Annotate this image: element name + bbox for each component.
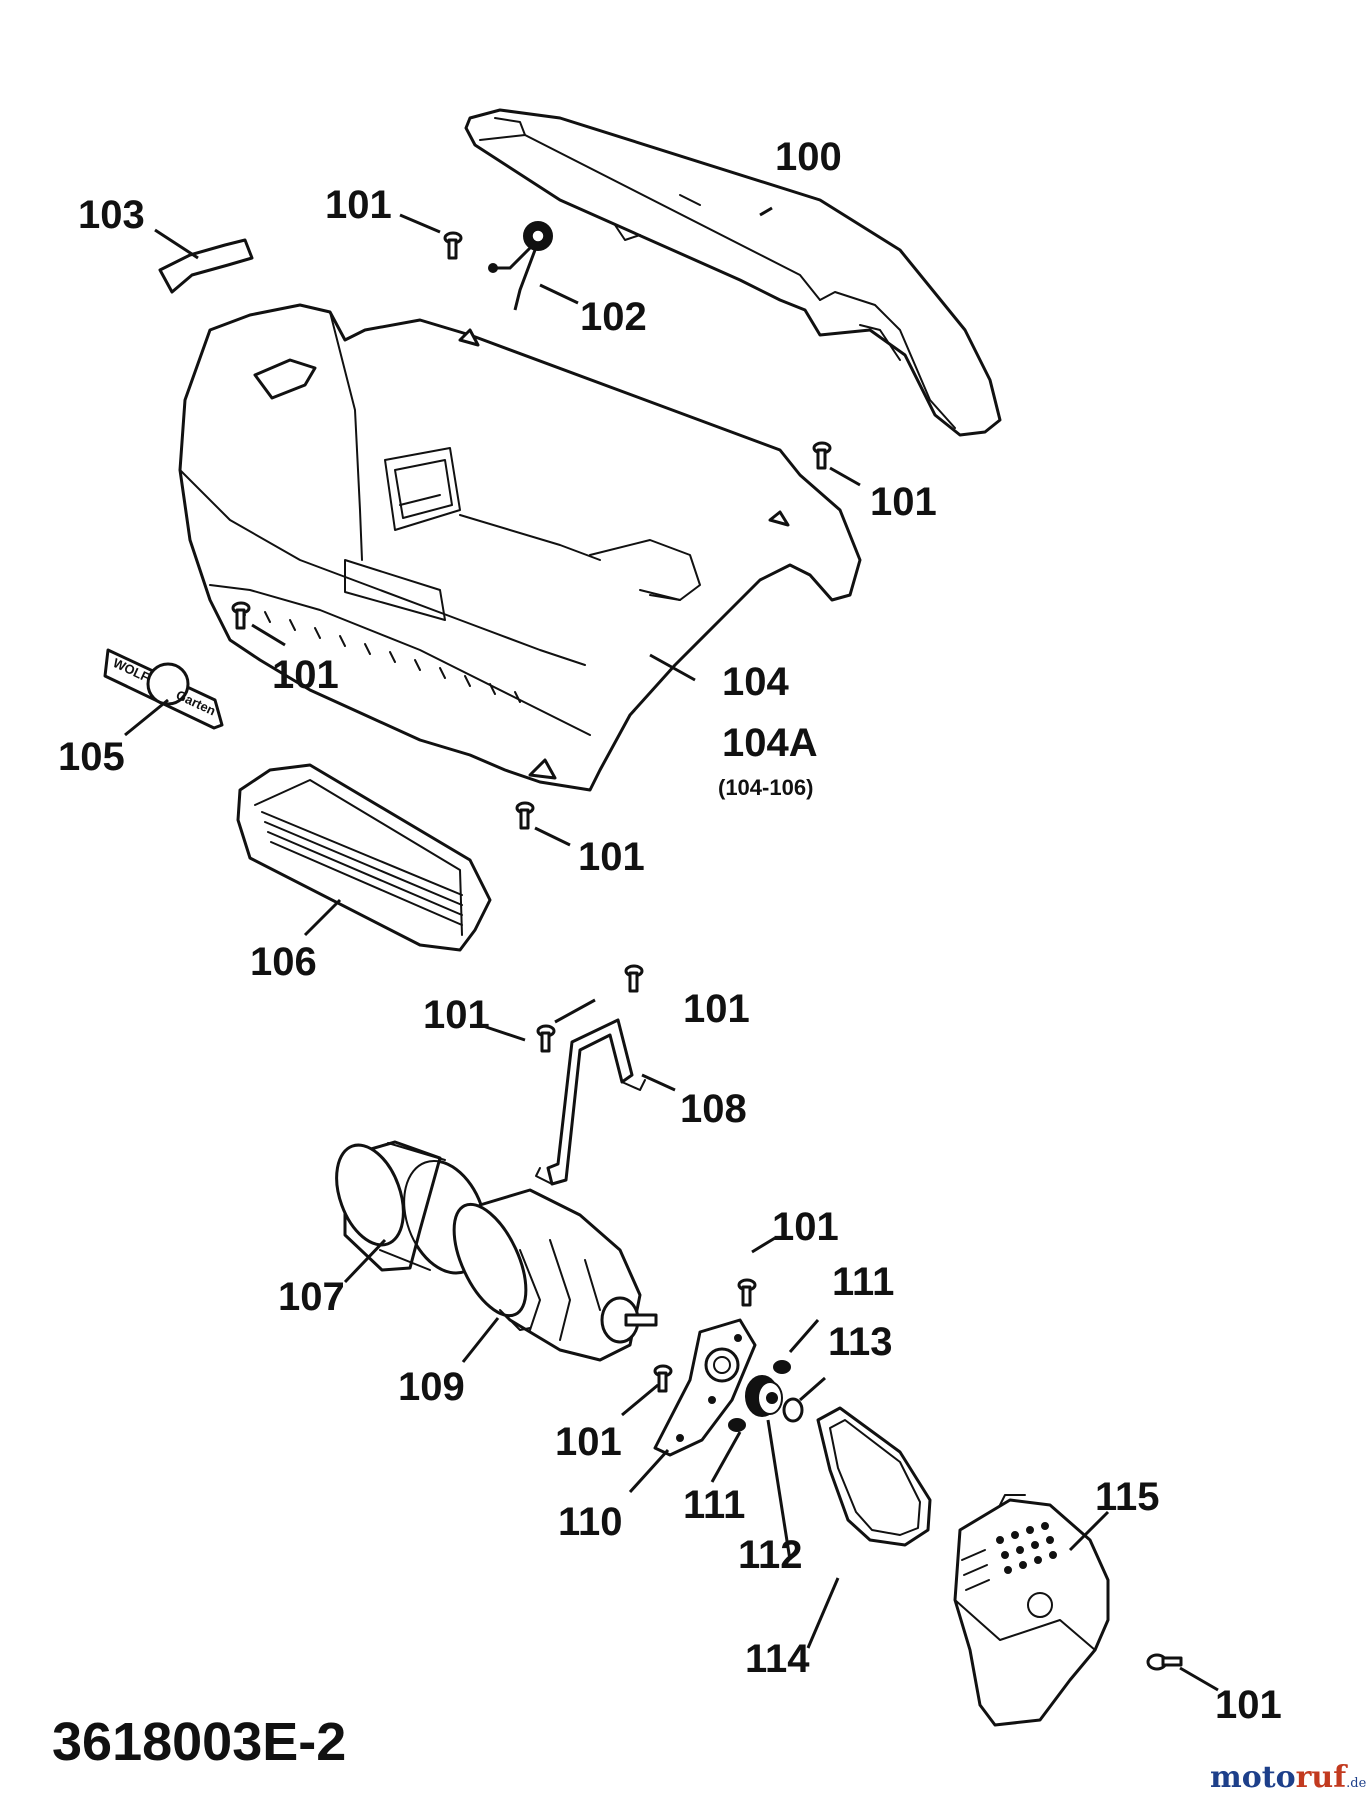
screw-101-c[interactable]	[231, 601, 251, 630]
label-104: 104	[722, 660, 789, 704]
part-106-grille[interactable]	[236, 763, 492, 952]
part-labels: 100 101 102 103 101 101 104 104A (104-10…	[58, 135, 1282, 1727]
label-101-cover: 101	[1215, 1683, 1282, 1727]
screw-101-h[interactable]	[653, 1364, 673, 1393]
label-105: 105	[58, 735, 125, 779]
label-101-mid: 101	[578, 835, 645, 879]
part-102-spring-clip[interactable]	[488, 221, 553, 311]
svg-text:motoruf.de: motoruf.de	[1210, 1760, 1367, 1795]
leader-lines	[124, 206, 1219, 1692]
screw-101-b[interactable]	[812, 441, 832, 470]
screw-101-f[interactable]	[536, 1024, 556, 1053]
label-101-bracket-left: 101	[423, 993, 490, 1037]
watermark-part-b: ruf	[1296, 1760, 1349, 1795]
watermark-part-a: moto	[1210, 1760, 1296, 1795]
part-107-ring[interactable]	[324, 1136, 501, 1285]
part-113-washer[interactable]	[782, 1397, 804, 1423]
part-108-bracket[interactable]	[535, 1018, 646, 1186]
label-101-left: 101	[272, 653, 339, 697]
label-102: 102	[580, 295, 647, 339]
label-114: 114	[745, 1637, 810, 1681]
label-103: 103	[78, 193, 145, 237]
label-101-right: 101	[870, 480, 937, 524]
part-115-belt-cover[interactable]	[953, 1494, 1110, 1727]
part-111-upper[interactable]	[773, 1360, 791, 1374]
part-111-lower[interactable]	[728, 1418, 746, 1432]
watermark-logo: motoruf.de	[1210, 1760, 1367, 1795]
label-109: 109	[398, 1365, 465, 1409]
screw-101-e[interactable]	[624, 964, 644, 993]
label-104a: 104A	[722, 721, 818, 765]
label-101-bracket-right: 101	[683, 987, 750, 1031]
screw-101-i[interactable]	[1146, 1653, 1183, 1671]
label-101-lower: 101	[555, 1420, 622, 1464]
watermark-part-c: .de	[1346, 1776, 1366, 1791]
label-113: 113	[828, 1320, 893, 1364]
label-107: 107	[278, 1275, 345, 1319]
screw-101-g[interactable]	[737, 1278, 757, 1307]
drawing-number: 3618003E-2	[52, 1712, 346, 1772]
part-104-main-housing[interactable]	[178, 303, 862, 792]
label-110: 110	[558, 1500, 623, 1544]
part-110-mount-plate[interactable]	[653, 1318, 757, 1457]
part-114-belt[interactable]	[816, 1406, 932, 1547]
screw-101-d[interactable]	[515, 801, 535, 830]
label-101-top: 101	[325, 183, 392, 227]
label-101-plate: 101	[772, 1205, 839, 1249]
label-100: 100	[775, 135, 842, 179]
label-111-bottom: 111	[683, 1483, 745, 1527]
label-115: 115	[1095, 1475, 1160, 1519]
label-112: 112	[738, 1533, 803, 1577]
label-108: 108	[680, 1087, 747, 1131]
label-106: 106	[250, 940, 317, 984]
screw-101-a[interactable]	[443, 231, 463, 260]
part-100-top-handle[interactable]	[464, 108, 1002, 437]
label-111-top: 111	[832, 1260, 894, 1304]
part-112-pulley[interactable]	[745, 1375, 783, 1417]
label-104a-range: (104-106)	[718, 775, 813, 800]
part-109-motor[interactable]	[439, 1188, 658, 1362]
part-105-logo-badge[interactable]: WOLF Garten	[103, 648, 224, 730]
part-103-curved-strip[interactable]	[158, 238, 254, 294]
